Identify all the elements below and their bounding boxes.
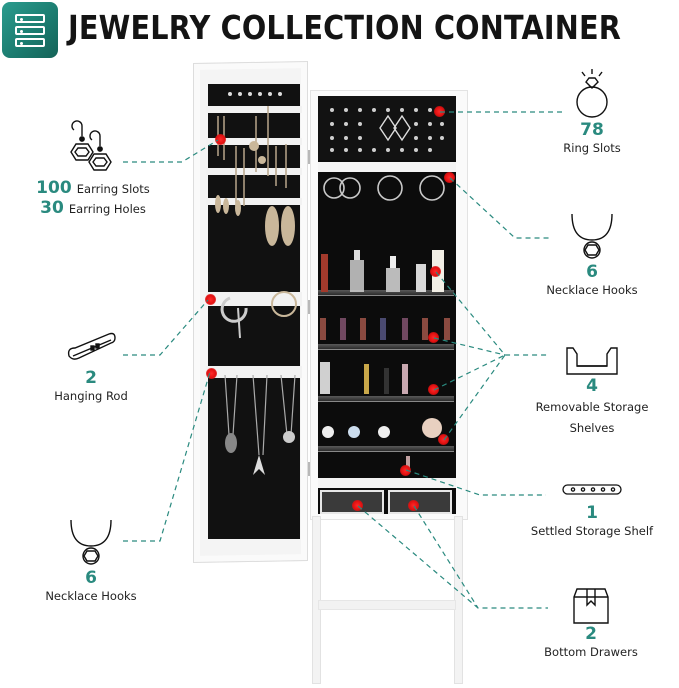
marker-dot (434, 106, 445, 117)
drawer-box-icon (573, 588, 609, 624)
feature-removable-shelves: 4 Removable Storage Shelves (520, 346, 664, 438)
necklace-hooks-count: 6 (586, 262, 598, 282)
necklace-icon (70, 519, 112, 565)
marker-dot (428, 384, 439, 395)
settled-shelf-icon (562, 484, 622, 495)
feature-hanging-rod: 2 Hanging Rod (46, 328, 136, 404)
marker-dot (205, 294, 216, 305)
feature-ring-slots: 78 Ring Slots (540, 68, 644, 156)
necklace-icon (571, 213, 613, 259)
feature-bottom-drawers: 2 Bottom Drawers (526, 588, 656, 660)
earring-holes-count: 30 (40, 198, 64, 218)
earring-bar (206, 198, 302, 205)
shelves-label-line2: Shelves (569, 421, 615, 435)
cabinet-crossbar (318, 600, 456, 610)
drawers-count: 2 (585, 624, 597, 644)
necklace-hooks-label: Necklace Hooks (546, 283, 638, 297)
ring-slots-display (330, 108, 444, 152)
earrings-icon (70, 120, 112, 171)
necklace-hook-bar (318, 162, 456, 172)
earring-bar (206, 168, 302, 175)
drawer (388, 490, 452, 514)
earring-slots-count: 100 (36, 178, 72, 198)
feature-necklace-hooks: 6 Necklace Hooks (530, 212, 654, 298)
shelves-count: 4 (586, 376, 598, 396)
door-necklace-count: 6 (85, 568, 97, 588)
shelves-label: Removable Storage (535, 400, 649, 414)
bracelet-cuff-icon (67, 332, 116, 360)
removable-shelf (318, 290, 454, 296)
marker-dot (400, 465, 411, 476)
settled-shelf-label: Settled Storage Shelf (530, 524, 654, 538)
shelf-contents (320, 250, 450, 472)
page-title: JEWELRY COLLECTION CONTAINER (68, 8, 622, 47)
door-necklace-label: Necklace Hooks (45, 589, 137, 603)
removable-shelf (318, 396, 454, 402)
door-necklaces (224, 375, 296, 475)
feature-earrings: 100 Earring Slots 30 Earring Holes (30, 118, 156, 218)
earring-bar (206, 106, 302, 113)
bracelets-display (323, 175, 445, 201)
drawers-label: Bottom Drawers (544, 645, 638, 659)
storage-cabinet-icon (2, 2, 58, 58)
hanging-rod-label: Hanging Rod (54, 389, 128, 403)
removable-shelf (318, 344, 454, 350)
marker-dot (438, 434, 449, 445)
marker-dot (408, 500, 419, 511)
hanging-rod (206, 292, 302, 306)
marker-dot (444, 172, 455, 183)
settled-shelf-count: 1 (586, 503, 598, 523)
header: JEWELRY COLLECTION CONTAINER (0, 0, 679, 62)
marker-dot (215, 134, 226, 145)
hanging-rod-count: 2 (85, 368, 97, 388)
earring-slots-label: Earring Slots (76, 182, 150, 196)
necklace-rail (206, 366, 302, 378)
marker-dot (428, 332, 439, 343)
ring-slots-count: 78 (580, 120, 604, 140)
earring-holes-label: Earring Holes (68, 202, 146, 216)
marker-dot (206, 368, 217, 379)
ring-icon (576, 69, 608, 118)
removable-shelf (318, 446, 454, 452)
feature-settled-shelf: 1 Settled Storage Shelf (516, 483, 668, 539)
settled-shelf (318, 478, 456, 488)
hanging-rod-bracelets (220, 291, 297, 339)
earrings-display (215, 92, 295, 246)
marker-dot (352, 500, 363, 511)
ring-slots-label: Ring Slots (563, 141, 621, 155)
marker-dot (430, 266, 441, 277)
feature-door-necklace-hooks: 6 Necklace Hooks (36, 518, 146, 604)
shelf-icon (566, 347, 618, 375)
